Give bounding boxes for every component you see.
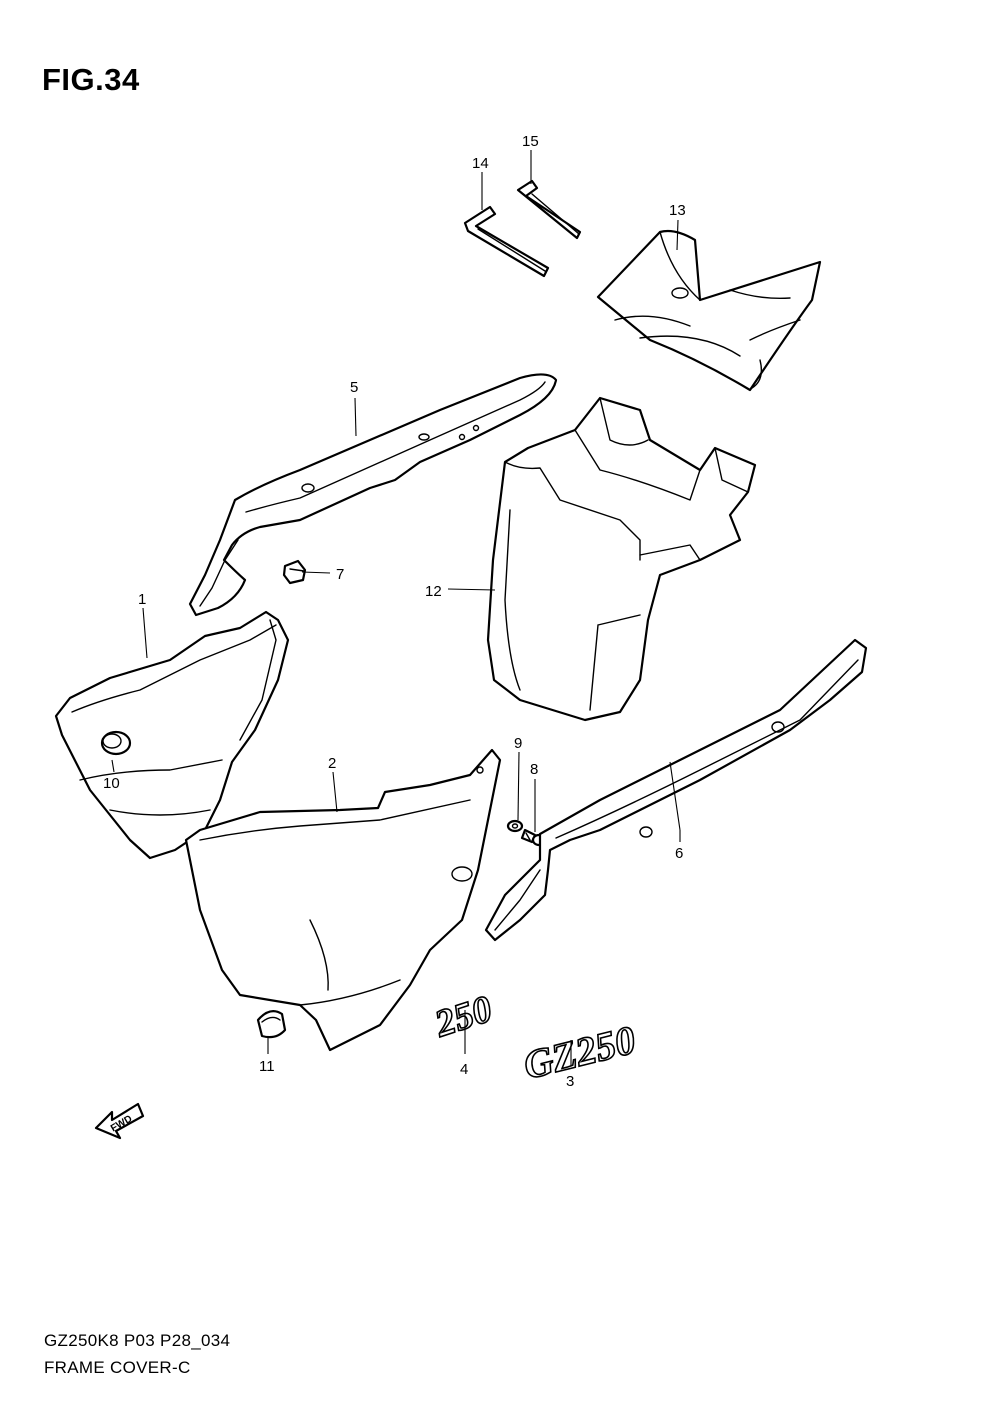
callout-3: 3 (566, 1073, 574, 1090)
callout-13: 13 (669, 202, 686, 219)
callout-1: 1 (138, 591, 146, 608)
callout-12: 12 (425, 583, 442, 600)
frame-cover-2 (184, 748, 502, 1052)
emblem-gz250-3: GZ250 (518, 1016, 640, 1089)
frame-cover-6 (484, 638, 868, 942)
emblem-250-text: 250 (429, 988, 497, 1046)
callout-numbers: 1 2 3 4 5 6 7 8 9 10 11 12 13 14 15 (103, 133, 686, 1090)
washer-9 (506, 819, 524, 833)
callout-11: 11 (259, 1058, 275, 1075)
emblem-250-4: 250 (428, 987, 498, 1046)
grommet-11 (256, 1009, 287, 1039)
callout-15: 15 (522, 133, 539, 150)
callout-6: 6 (675, 845, 683, 862)
figure-name: FRAME COVER-C (44, 1358, 191, 1377)
callout-8: 8 (530, 761, 538, 778)
frame-cover-1 (54, 610, 290, 860)
callout-2: 2 (328, 755, 336, 772)
callout-10: 10 (103, 775, 120, 792)
callout-4: 4 (460, 1061, 468, 1078)
emblem-gz250-text: GZ250 (519, 1017, 640, 1088)
callout-14: 14 (472, 155, 489, 172)
frame-cover-5 (188, 373, 558, 617)
grommet-10 (100, 730, 132, 756)
callout-5: 5 (350, 379, 358, 396)
hex-wrench-15 (516, 179, 582, 240)
hex-wrench-14 (463, 205, 550, 278)
tool-bag-13 (596, 229, 822, 392)
leader-lines (111, 150, 681, 1066)
forward-direction-arrow: FWD (94, 1102, 145, 1140)
rear-inner-fender-12 (486, 396, 757, 722)
figure-title: FIG.34 (42, 62, 140, 97)
figure-code: GZ250K8 P03 P28_034 (44, 1331, 231, 1350)
clip-7 (282, 559, 307, 585)
callout-7: 7 (336, 566, 344, 583)
callout-9: 9 (514, 735, 522, 752)
